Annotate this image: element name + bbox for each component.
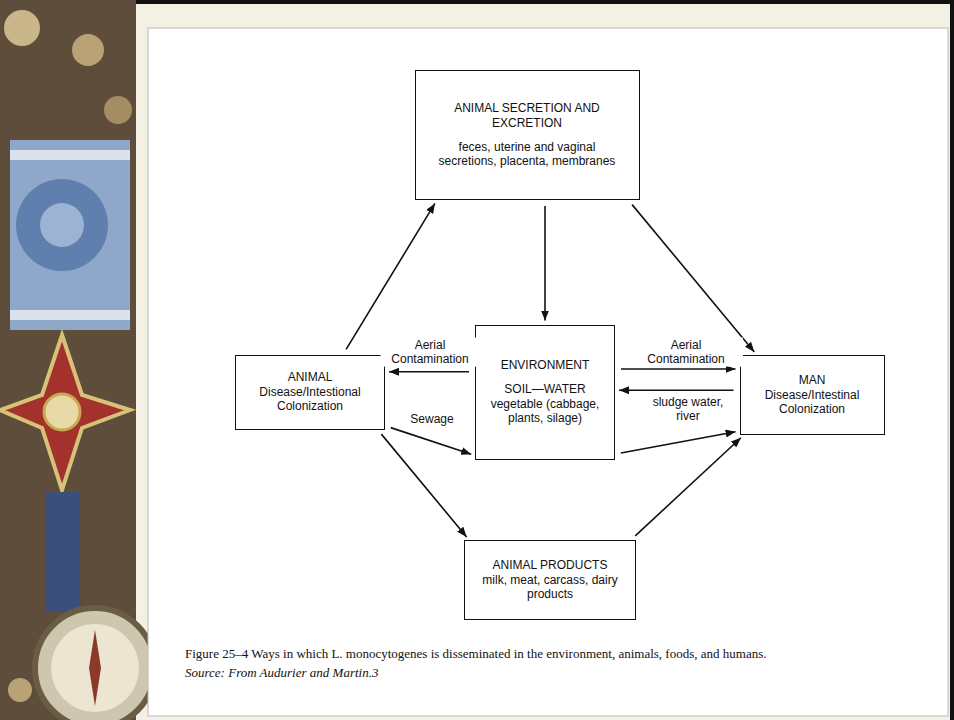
flow-arrow <box>346 203 435 349</box>
flow-arrow <box>621 432 736 453</box>
process-box: ANIMAL SECRETION AND EXCRETION feces, ute… <box>415 70 640 200</box>
box-heading: MAN <box>799 373 826 388</box>
flow-arrow <box>544 206 546 321</box>
figure-panel <box>148 28 948 716</box>
flow-arrow <box>381 434 466 537</box>
box-body: vegetable (cabbage, plants, silage) <box>489 397 601 426</box>
box-body: SOIL—WATER <box>504 382 585 397</box>
medal-cross <box>0 335 130 612</box>
flow-arrow <box>619 389 734 391</box>
figure-caption: Figure 25–4 Ways in which L. monocytogen… <box>185 646 940 663</box>
box-heading: ANIMAL <box>288 370 333 385</box>
source-note: Source: From Audurier and Martin.3 <box>185 665 940 682</box>
process-box: ENVIRONMENT SOIL—WATERvegetable (cabbage,… <box>475 325 615 460</box>
right-edge <box>950 0 954 720</box>
edge-label: Aerial Contamination <box>629 338 743 367</box>
box-body: Disease/Intestional Colonization <box>246 385 374 414</box>
process-box: MANDisease/Intestinal Colonization <box>740 355 885 435</box>
flow-arrow <box>635 438 741 536</box>
medal-ribbon <box>10 140 130 330</box>
edge-label: Aerial Contamination <box>381 338 480 367</box>
edge-label: Sewage <box>408 412 455 426</box>
box-heading: ANIMAL SECRETION AND EXCRETION <box>447 101 607 130</box>
box-body: milk, meat, carcass, dairy products <box>475 573 625 602</box>
box-heading: ANIMAL PRODUCTS <box>493 558 608 573</box>
box-body: Disease/Intestinal Colonization <box>751 388 873 417</box>
flow-arrow <box>389 371 469 373</box>
process-box: ANIMALDisease/Intestional Colonization <box>235 355 385 430</box>
compass <box>35 608 155 720</box>
process-box: ANIMAL PRODUCTSmilk, meat, carcass, dair… <box>464 540 636 620</box>
top-edge <box>0 0 954 4</box>
box-body: feces, uterine and vaginal secretions, p… <box>438 140 616 169</box>
edge-label: sludge water, river <box>640 395 736 424</box>
flow-arrow <box>632 205 754 352</box>
box-heading: ENVIRONMENT <box>501 358 590 373</box>
flow-arrow <box>391 428 472 455</box>
flow-arrow <box>621 368 736 370</box>
